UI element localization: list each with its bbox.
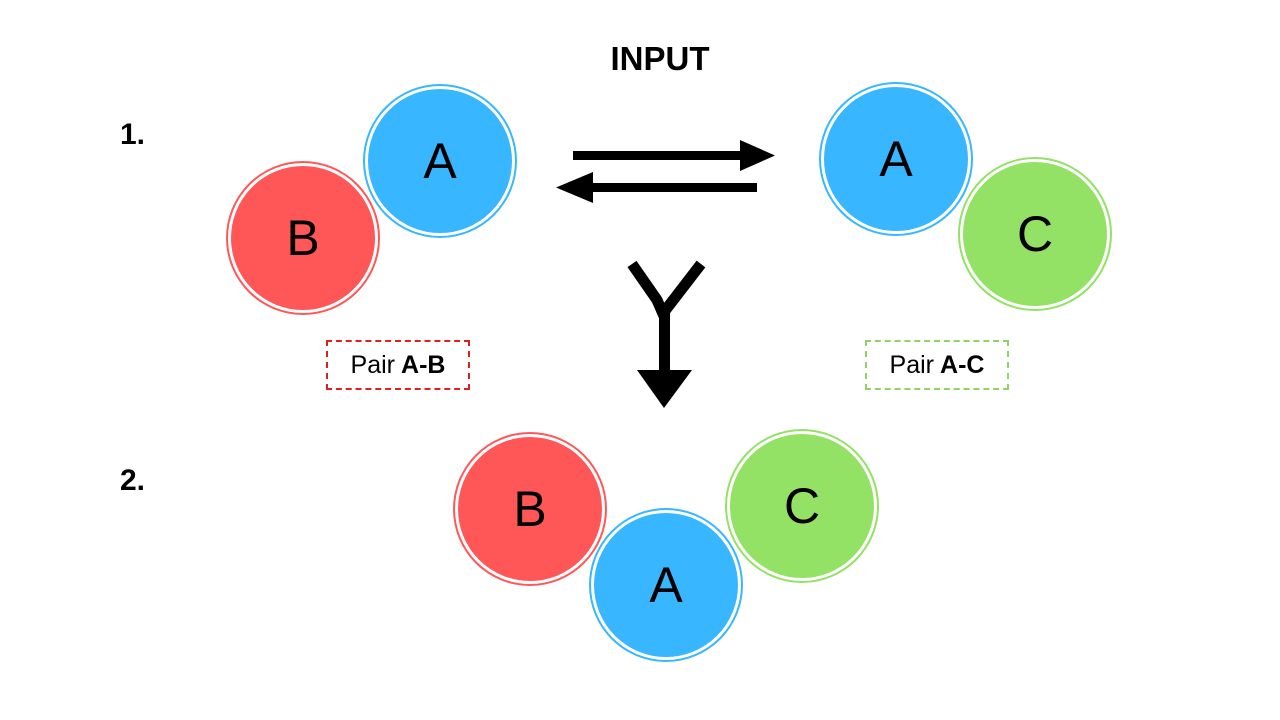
circle-label: B	[513, 481, 547, 537]
equilibrium-arrows-icon	[556, 140, 775, 203]
circle-label: A	[423, 133, 457, 189]
pair-name: A-C	[940, 350, 985, 379]
circle-a-right: A	[821, 84, 971, 234]
pair-prefix: Pair	[350, 350, 396, 379]
page-title: INPUT	[610, 40, 710, 77]
pair-ac-label: Pair A-C	[865, 340, 1009, 390]
circle-label: B	[286, 210, 320, 266]
circle-label: C	[783, 478, 821, 534]
circle-label: A	[879, 131, 913, 187]
pair-prefix: Pair	[889, 350, 935, 379]
pair-name: A-B	[401, 350, 446, 379]
circle-a-result: A	[591, 510, 741, 660]
step-number-2: 2.	[120, 464, 146, 497]
circle-b-left: B	[228, 163, 378, 313]
circle-c-result: C	[727, 431, 877, 581]
pair-ab-label: Pair A-B	[326, 340, 470, 390]
circle-label: C	[1016, 206, 1054, 262]
circle-b-result: B	[455, 434, 605, 584]
merge-arrow-icon	[627, 260, 706, 408]
step-number-1: 1.	[120, 118, 146, 151]
circle-c-right: C	[960, 159, 1110, 309]
circle-a-left: A	[365, 86, 515, 236]
circle-label: A	[649, 557, 683, 613]
